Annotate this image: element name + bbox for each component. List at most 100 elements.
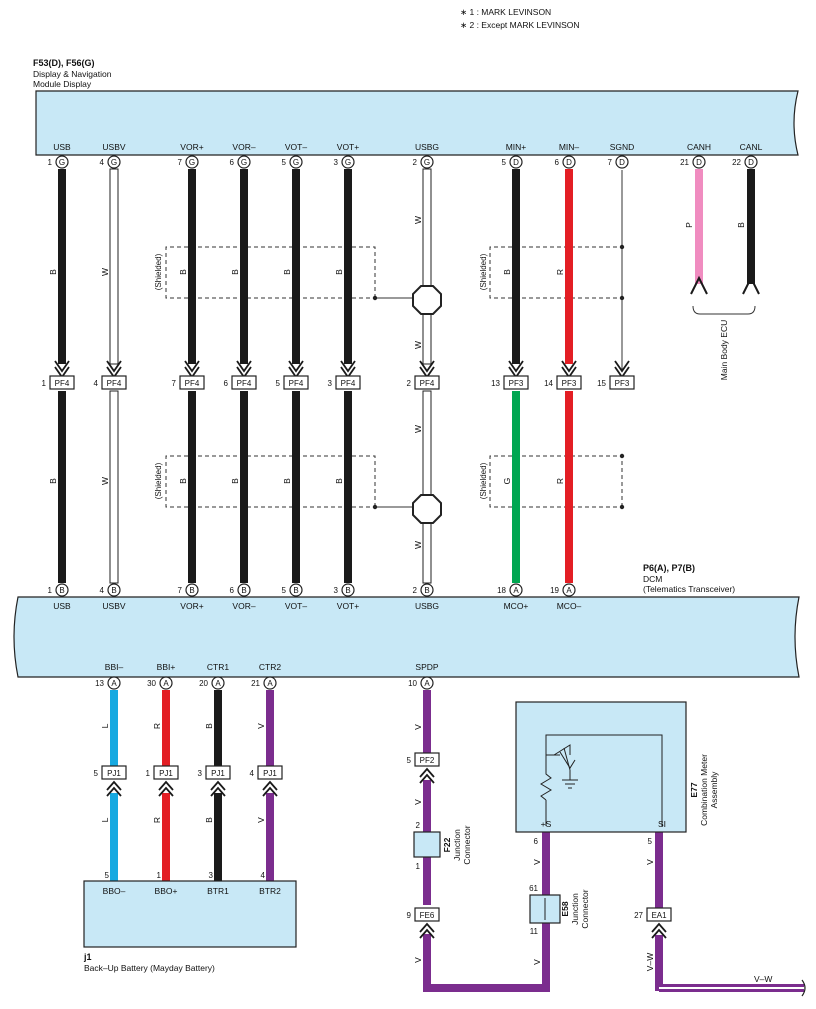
wire-mcom-lower bbox=[565, 391, 573, 583]
svg-text:VOR+: VOR+ bbox=[180, 142, 203, 152]
svg-text:V: V bbox=[256, 817, 266, 823]
svg-text:PF4: PF4 bbox=[55, 379, 70, 388]
svg-text:7: 7 bbox=[178, 158, 183, 167]
svg-text:CANH: CANH bbox=[687, 142, 711, 152]
svg-text:1: 1 bbox=[48, 586, 53, 595]
main-body-ecu-label: Main Body ECU bbox=[719, 320, 729, 380]
svg-text:W: W bbox=[413, 425, 423, 433]
svg-text:V–W: V–W bbox=[754, 974, 772, 984]
svg-text:BTR1: BTR1 bbox=[207, 886, 229, 896]
svg-text:V: V bbox=[413, 799, 423, 805]
svg-text:B: B bbox=[282, 478, 292, 484]
shield-splice-lower bbox=[412, 494, 442, 524]
svg-text:B: B bbox=[48, 269, 58, 275]
wire-vorm-lower bbox=[240, 391, 248, 583]
wire-vorp-lower bbox=[188, 391, 196, 583]
wire-vorm-upper bbox=[240, 169, 248, 364]
svg-text:4: 4 bbox=[261, 871, 266, 880]
pf-connectors: PF4 PF4 PF4 PF4 PF4 PF4 PF4 PF3 PF3 PF3 … bbox=[42, 375, 635, 390]
svg-text:PJ1: PJ1 bbox=[211, 769, 225, 778]
f22-name-2: Connector bbox=[462, 825, 472, 864]
svg-text:1: 1 bbox=[48, 158, 53, 167]
svg-text:4: 4 bbox=[250, 769, 255, 778]
svg-text:MCO–: MCO– bbox=[557, 601, 582, 611]
svg-text:15: 15 bbox=[597, 379, 606, 388]
wire-votp-upper bbox=[344, 169, 352, 364]
svg-text:B: B bbox=[230, 478, 240, 484]
e58-pin-top: 61 bbox=[529, 884, 538, 893]
svg-text:VOT–: VOT– bbox=[285, 601, 307, 611]
svg-text:19: 19 bbox=[550, 586, 559, 595]
meter-name-2: Assembly bbox=[709, 771, 719, 809]
pf2-num: 5 bbox=[407, 756, 412, 765]
svg-text:PF4: PF4 bbox=[107, 379, 122, 388]
battery-wire-labels: L R B V L R B V bbox=[100, 723, 266, 823]
fe6-code: FE6 bbox=[420, 911, 435, 920]
svg-text:PF3: PF3 bbox=[562, 379, 577, 388]
svg-text:BBI–: BBI– bbox=[105, 662, 124, 672]
svg-text:B: B bbox=[230, 269, 240, 275]
main-body-ecu-bracket bbox=[692, 305, 756, 315]
svg-text:G: G bbox=[241, 158, 247, 167]
svg-text:VOT+: VOT+ bbox=[337, 142, 359, 152]
svg-text:USBG: USBG bbox=[415, 601, 439, 611]
svg-text:6: 6 bbox=[555, 158, 560, 167]
wire-usbg-upper bbox=[422, 168, 432, 365]
can-arrows bbox=[690, 275, 760, 295]
meter-circuit bbox=[540, 734, 663, 826]
shield-group-1 bbox=[165, 246, 623, 508]
fe6-arrows bbox=[419, 922, 435, 939]
svg-text:B: B bbox=[334, 478, 344, 484]
e58-code: E58 bbox=[560, 901, 570, 916]
svg-text:D: D bbox=[748, 158, 754, 167]
dcm-top-pins: B B B B B B B A A 1 4 7 6 5 3 2 18 19 US… bbox=[48, 583, 582, 611]
note-1: ∗ 1 : MARK LEVINSON bbox=[460, 7, 551, 17]
f22-pin-top: 2 bbox=[416, 821, 421, 830]
shielded-label-3: (Shielded) bbox=[479, 253, 488, 290]
shield-ground-lines bbox=[375, 170, 623, 508]
svg-text:2: 2 bbox=[407, 379, 412, 388]
svg-text:PF3: PF3 bbox=[509, 379, 524, 388]
svg-text:V: V bbox=[256, 723, 266, 729]
svg-text:W: W bbox=[413, 341, 423, 349]
svg-text:3: 3 bbox=[334, 586, 339, 595]
svg-text:G: G bbox=[293, 158, 299, 167]
svg-text:VOT+: VOT+ bbox=[337, 601, 359, 611]
ea1-code: EA1 bbox=[651, 911, 667, 920]
pj1-connectors: PJ1 PJ1 PJ1 PJ1 5 1 3 4 bbox=[94, 765, 283, 780]
wire-vorp-upper bbox=[188, 169, 196, 364]
svg-text:14: 14 bbox=[544, 379, 553, 388]
svg-text:PF4: PF4 bbox=[289, 379, 304, 388]
shielded-label-4: (Shielded) bbox=[479, 462, 488, 499]
battery-name: Back–Up Battery (Mayday Battery) bbox=[84, 963, 215, 973]
svg-text:13: 13 bbox=[491, 379, 500, 388]
e58-name-2: Connector bbox=[580, 889, 590, 928]
svg-text:6: 6 bbox=[230, 158, 235, 167]
display-module-name-2: Module Display bbox=[33, 79, 92, 89]
shield-dots bbox=[372, 244, 625, 510]
e58-pin-bottom: 11 bbox=[530, 927, 539, 936]
svg-text:R: R bbox=[152, 817, 162, 823]
wire-usb-upper bbox=[58, 169, 66, 364]
svg-text:G: G bbox=[111, 158, 117, 167]
wire-usb-lower bbox=[58, 391, 66, 583]
f22-pin-bottom: 1 bbox=[416, 862, 421, 871]
wires-upper bbox=[58, 168, 755, 365]
svg-text:A: A bbox=[215, 679, 221, 688]
svg-text:USB: USB bbox=[53, 601, 71, 611]
svg-text:B: B bbox=[241, 586, 246, 595]
svg-text:PF4: PF4 bbox=[237, 379, 252, 388]
display-module-pins: USB USBV VOR+ VOR– VOT– VOT+ USBG MIN+ M… bbox=[48, 142, 763, 169]
wire-break-mark bbox=[801, 979, 806, 997]
svg-text:CANL: CANL bbox=[740, 142, 763, 152]
svg-text:V–W: V–W bbox=[645, 953, 655, 971]
meter-pin-si-label: SI bbox=[658, 819, 666, 829]
svg-text:5: 5 bbox=[276, 379, 281, 388]
svg-text:V: V bbox=[532, 959, 542, 965]
svg-text:5: 5 bbox=[502, 158, 507, 167]
wire-color-labels: B W B B B B W W B R P B B W B B B B W W … bbox=[48, 216, 746, 549]
f22-junction bbox=[413, 831, 441, 858]
svg-text:PF4: PF4 bbox=[341, 379, 356, 388]
svg-text:PJ1: PJ1 bbox=[159, 769, 173, 778]
fe6-num: 9 bbox=[407, 911, 412, 920]
